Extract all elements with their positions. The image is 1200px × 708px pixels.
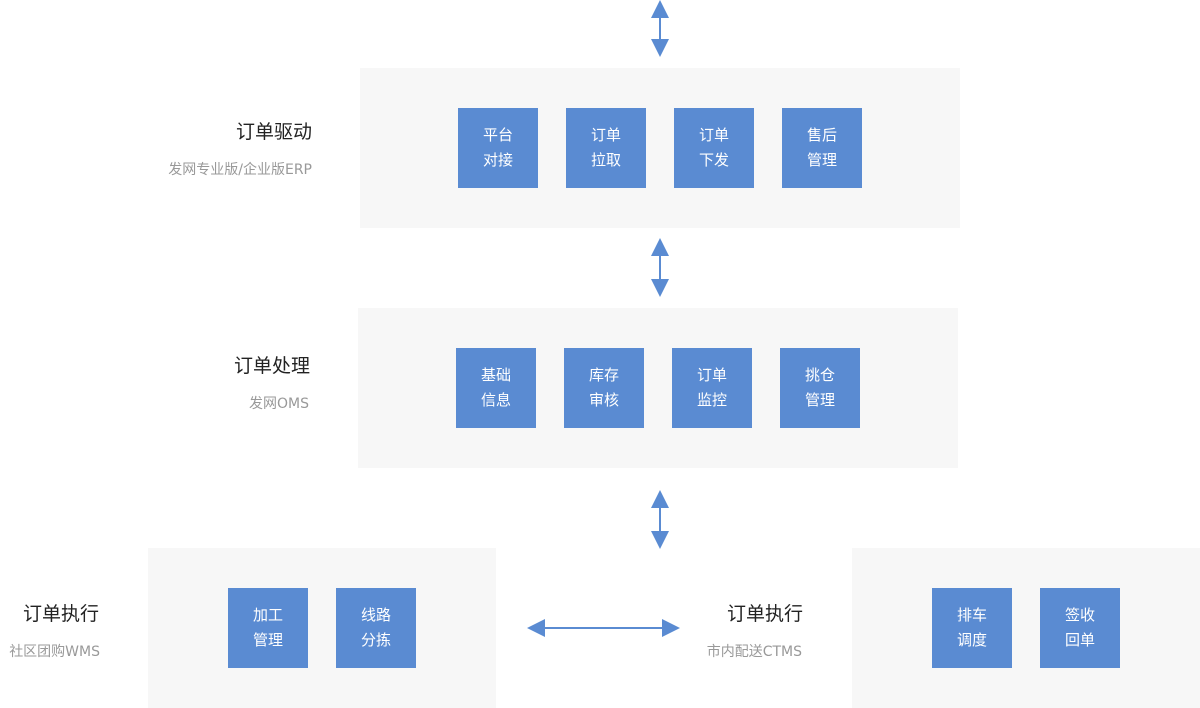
box-line2: 管理 [806,151,837,169]
order-dispatch-box: 订单 下发 [674,108,754,188]
inventory-review-box: 库存 审核 [564,348,644,428]
box-line1: 签收 [1064,606,1095,624]
box-line2: 审核 [588,391,619,409]
box-line1: 平台 [482,126,513,144]
basic-info-box: 基础 信息 [456,348,536,428]
box-line2: 拉取 [590,151,621,169]
order-processing-subtitle: 发网OMS [249,396,309,412]
after-sales-box: 售后 管理 [782,108,862,188]
box-line1: 订单 [698,126,729,144]
box-line2: 下发 [698,151,729,169]
ctms-execution-panel [852,548,1200,708]
box-line2: 回单 [1064,631,1095,649]
horizontal-double-arrow-icon [527,619,680,637]
box-line1: 挑仓 [804,366,835,384]
order-pull-box: 订单 拉取 [566,108,646,188]
order-monitoring-box: 订单 监控 [672,348,752,428]
box-line2: 分拣 [360,631,391,649]
box-line2: 调度 [956,631,987,649]
processing-management-box: 加工 管理 [228,588,308,668]
box-line2: 管理 [804,391,835,409]
order-driven-title: 订单驱动 [235,121,312,143]
box-line1: 订单 [696,366,727,384]
ctms-execution-title: 订单执行 [726,603,803,625]
box-line1: 线路 [360,606,391,624]
lower-double-arrow-icon [651,490,669,549]
wms-execution-panel [148,548,496,708]
order-processing-title: 订单处理 [233,355,310,377]
platform-integration-box: 平台 对接 [458,108,538,188]
box-line1: 订单 [590,126,621,144]
box-line1: 加工 [252,606,283,624]
box-line1: 基础 [480,366,511,384]
box-line1: 库存 [588,366,619,384]
receipt-return-box: 签收 回单 [1040,588,1120,668]
box-line2: 管理 [252,631,283,649]
warehouse-selection-box: 挑仓 管理 [780,348,860,428]
wms-execution-title: 订单执行 [22,603,99,625]
route-sorting-box: 线路 分拣 [336,588,416,668]
box-line1: 售后 [806,126,837,144]
box-line2: 监控 [696,391,727,409]
order-driven-subtitle: 发网专业版/企业版ERP [168,162,312,178]
vehicle-scheduling-box: 排车 调度 [932,588,1012,668]
wms-execution-subtitle: 社区团购WMS [9,644,100,660]
middle-double-arrow-icon [651,238,669,297]
box-line2: 信息 [480,391,511,409]
top-double-arrow-icon [651,0,669,57]
box-line2: 对接 [482,151,513,169]
box-line1: 排车 [956,606,987,624]
ctms-execution-subtitle: 市内配送CTMS [706,644,802,660]
